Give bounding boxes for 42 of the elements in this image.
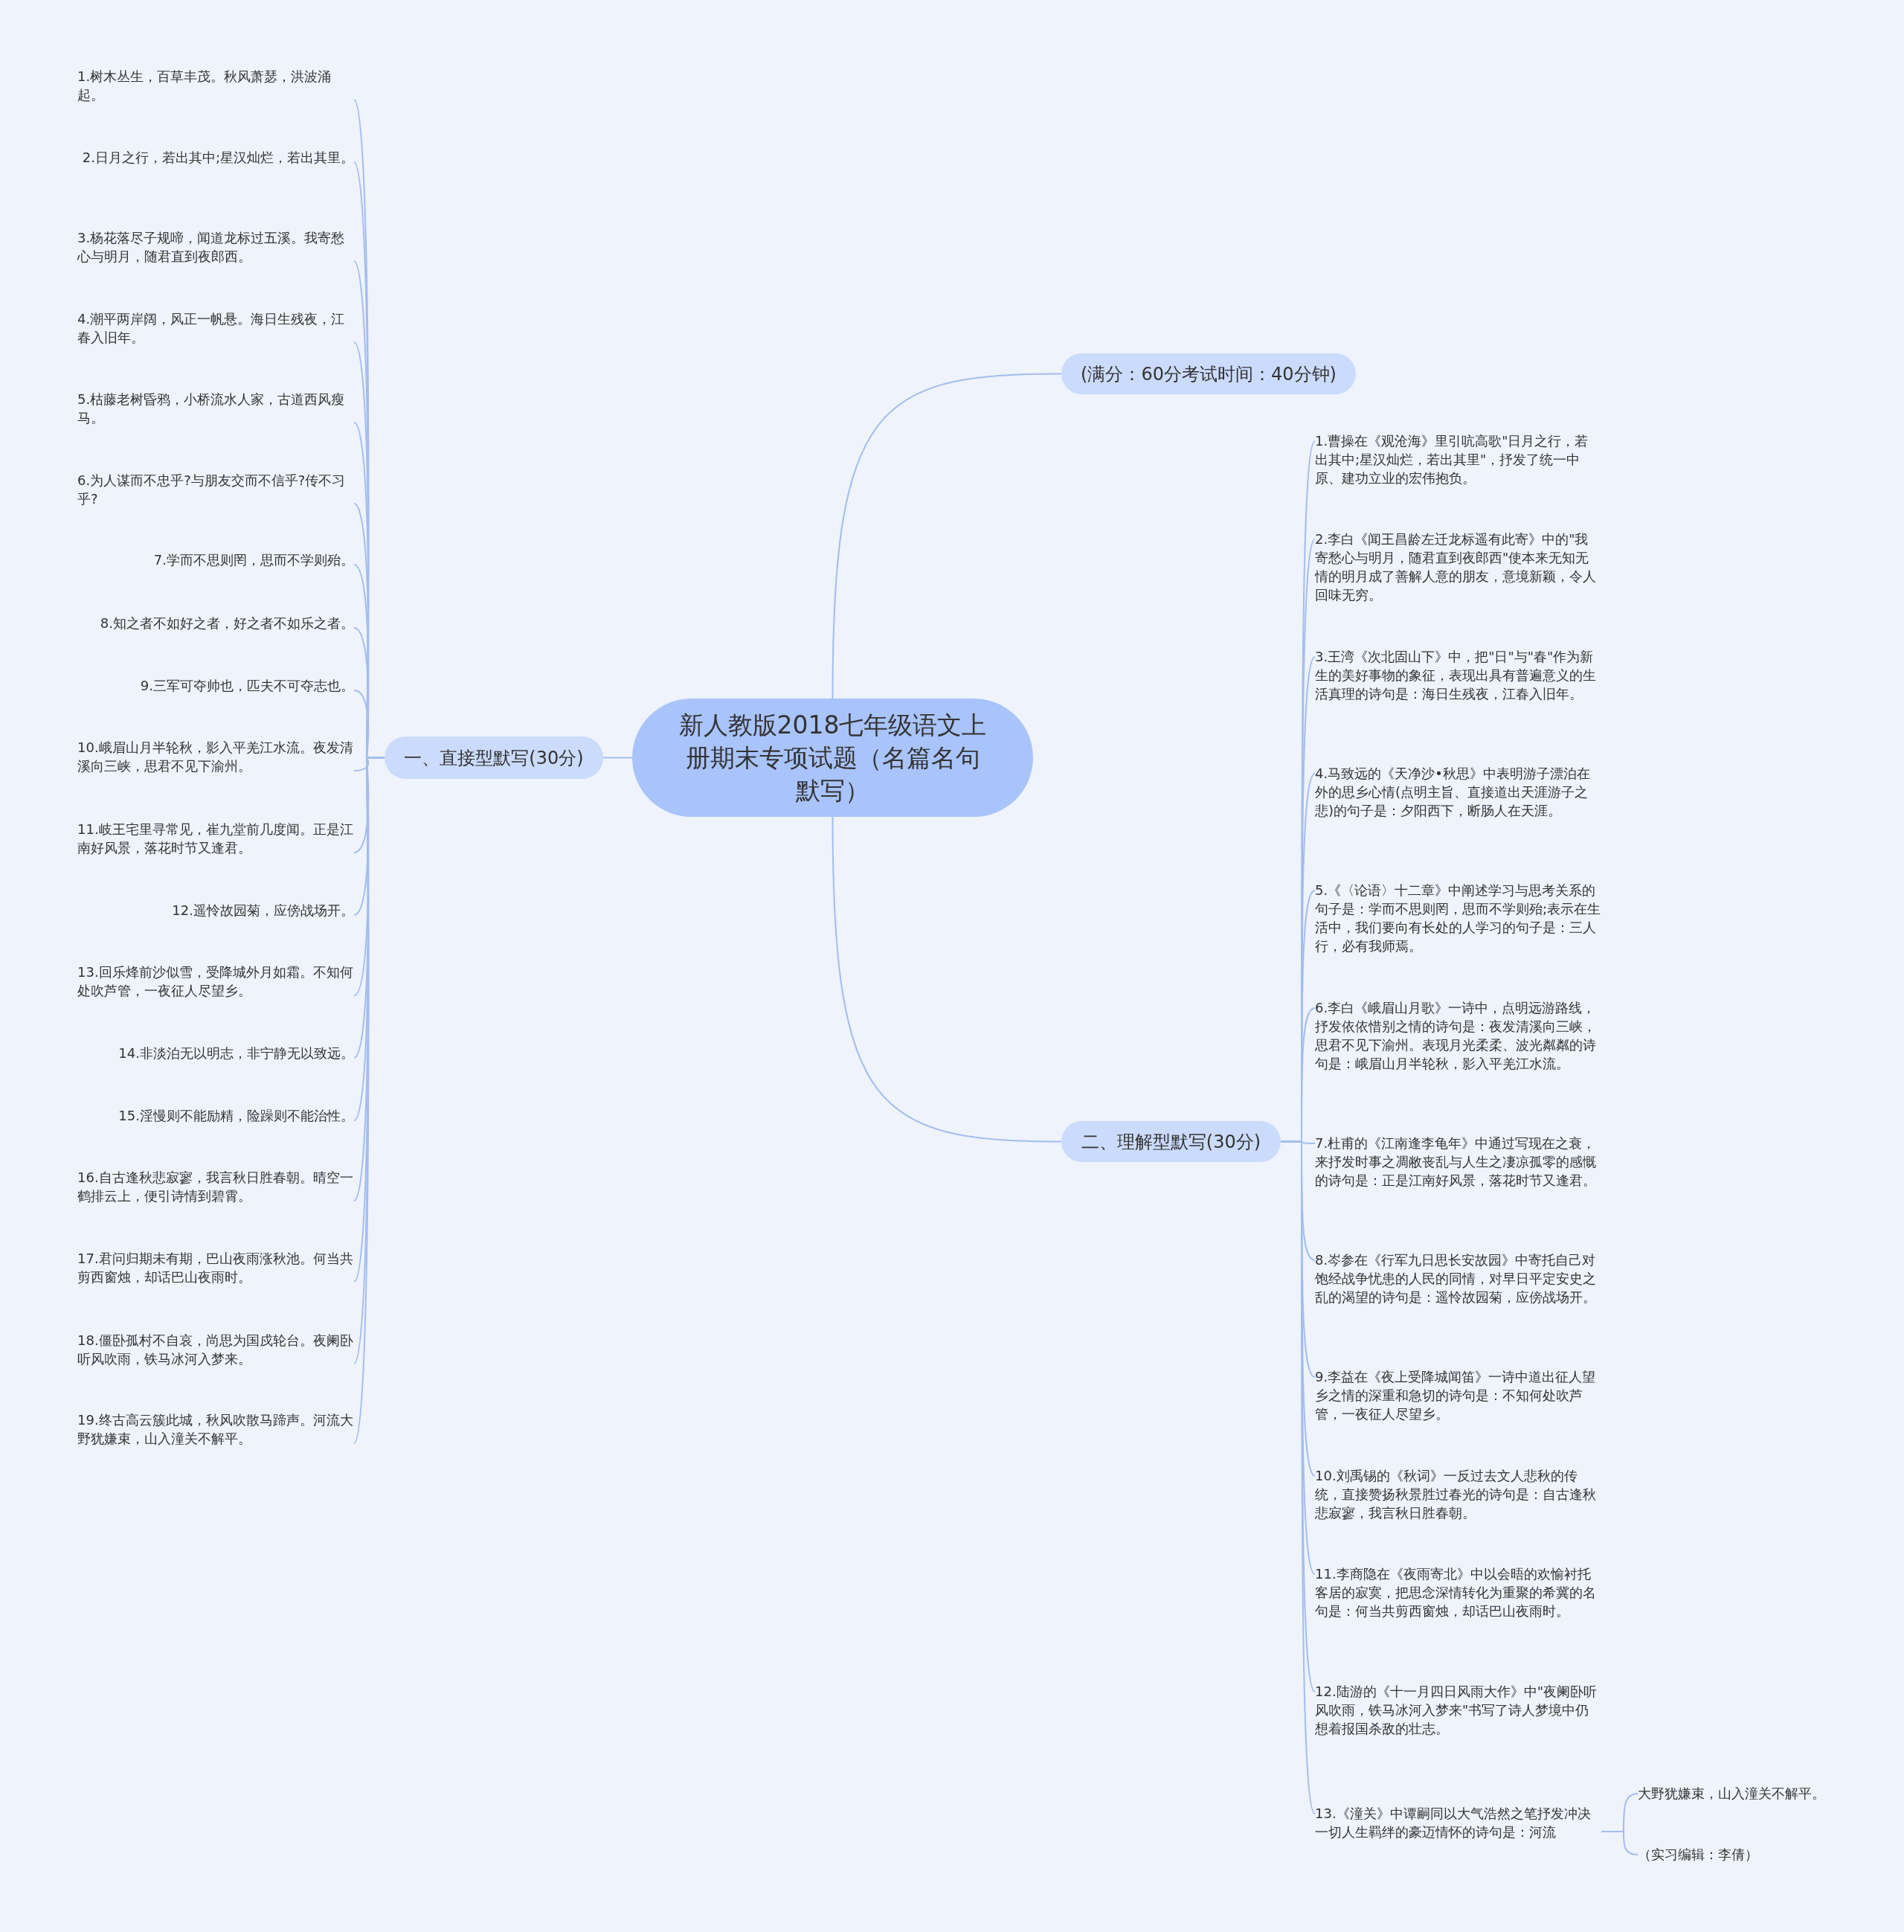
- leaf-text: （实习编辑：李倩）: [1638, 1845, 1758, 1864]
- leaf-text: 12.陆游的《十一月四日风雨大作》中"夜阑卧听风吹雨，铁马冰河入梦来"书写了诗人梦境中仍想着报国杀敌的壮志。: [1315, 1682, 1601, 1738]
- leaf-text: 12.遥怜故园菊，应傍战场开。: [172, 901, 354, 920]
- leaf-text: 10.刘禹锡的《秋词》一反过去文人悲秋的传统，直接赞扬秋景胜过春光的诗句是：自古逢秋悲寂寥，我言秋日胜春朝。: [1315, 1466, 1601, 1522]
- leaf-text: 6.为人谋而不忠乎?与朋友交而不信乎?传不习乎?: [77, 471, 354, 508]
- leaf-text: 13.《潼关》中谭嗣同以大气浩然之笔抒发冲决一切人生羁绊的豪迈情怀的诗句是：河流: [1315, 1804, 1601, 1841]
- leaf-text: 8.岑参在《行军九日思长安故园》中寄托自己对饱经战争忧患的人民的同情，对早日平定安史之乱的渴望的诗句是：遥怜故园菊，应傍战场开。: [1315, 1251, 1601, 1306]
- topic-pill: 一、直接型默写(30分): [385, 736, 603, 779]
- leaf-text: 3.王湾《次北固山下》中，把"日"与"春"作为新生的美好事物的象征，表现出具有普遍意义的生活真理的诗句是：海日生残夜，江春入旧年。: [1315, 647, 1601, 703]
- leaf-text: 19.终古高云簇此城，秋风吹散马蹄声。河流大野犹嫌束，山入潼关不解平。: [77, 1411, 354, 1448]
- leaf-text: 11.李商隐在《夜雨寄北》中以会晤的欢愉衬托客居的寂寞，把思念深情转化为重聚的希冀的名句是：何当共剪西窗烛，却话巴山夜雨时。: [1315, 1564, 1601, 1620]
- leaf-text: 11.岐王宅里寻常见，崔九堂前几度闻。正是江南好风景，落花时节又逢君。: [77, 820, 354, 857]
- central-topic: 新人教版2018七年级语文上册期末专项试题（名篇名句默写）: [632, 699, 1033, 817]
- leaf-text: 9.三军可夺帅也，匹夫不可夺志也。: [140, 676, 354, 695]
- leaf-text: 7.杜甫的《江南逢李龟年》中通过写现在之衰，来抒发时事之凋敝丧乱与人生之凄凉孤零的感慨的诗句是：正是江南好风景，落花时节又逢君。: [1315, 1134, 1601, 1190]
- leaf-text: 16.自古逢秋悲寂寥，我言秋日胜春朝。晴空一鹤排云上，便引诗情到碧霄。: [77, 1168, 354, 1205]
- leaf-text: 14.非淡泊无以明志，非宁静无以致远。: [118, 1044, 354, 1062]
- leaf-text: 17.君问归期未有期，巴山夜雨涨秋池。何当共剪西窗烛，却话巴山夜雨时。: [77, 1249, 354, 1286]
- leaf-text: 大野犹嫌束，山入潼关不解平。: [1638, 1784, 1825, 1803]
- leaf-text: 6.李白《峨眉山月歌》一诗中，点明远游路线，抒发依依惜别之情的诗句是：夜发清溪向三峡，思君不见下渝州。表现月光柔柔、波光粼粼的诗句是：峨眉山月半轮秋，影入平羌江水流。: [1315, 998, 1601, 1073]
- leaf-text: 10.峨眉山月半轮秋，影入平羌江水流。夜发清溪向三峡，思君不见下渝州。: [77, 738, 354, 775]
- leaf-text: 1.树木丛生，百草丰茂。秋风萧瑟，洪波涌起。: [77, 67, 354, 104]
- leaf-text: 15.淫慢则不能励精，险躁则不能治性。: [118, 1106, 354, 1125]
- leaf-text: 2.李白《闻王昌龄左迁龙标遥有此寄》中的"我寄愁心与明月，随君直到夜郎西"使本来无知无情的明月成了善解人意的朋友，意境新颖，令人回味无穷。: [1315, 530, 1601, 604]
- topic-pill: (满分：60分考试时间：40分钟): [1061, 353, 1356, 394]
- leaf-text: 9.李益在《夜上受降城闻笛》一诗中道出征人望乡之情的深重和急切的诗句是：不知何处吹芦管，一夜征人尽望乡。: [1315, 1367, 1601, 1423]
- leaf-text: 13.回乐烽前沙似雪，受降城外月如霜。不知何处吹芦管，一夜征人尽望乡。: [77, 963, 354, 1000]
- connector-line: [832, 373, 1062, 699]
- leaf-text: 5.《〈论语〉十二章》中阐述学习与思考关系的句子是：学而不思则罔，思而不学则殆;表示在生活中，我们要向有长处的人学习的句子是：三人行，必有我师焉。: [1315, 881, 1601, 955]
- connector-line: [602, 757, 633, 759]
- leaf-text: 4.马致远的《天净沙•秋思》中表明游子漂泊在外的思乡心情(点明主旨、直接道出天涯游子之悲)的句子是：夕阳西下，断肠人在天涯。: [1315, 764, 1601, 820]
- leaf-text: 2.日月之行，若出其中;星汉灿烂，若出其里。: [82, 148, 354, 167]
- connector-line: [1601, 1831, 1638, 1855]
- leaf-text: 5.枯藤老树昏鸦，小桥流水人家，古道西风瘦马。: [77, 390, 354, 427]
- topic-pill: 二、理解型默写(30分): [1061, 1121, 1281, 1162]
- leaf-text: 7.学而不思则罔，思而不学则殆。: [153, 551, 354, 569]
- leaf-text: 8.知之者不如好之者，好之者不如乐之者。: [100, 614, 354, 632]
- leaf-text: 4.潮平两岸阔，风正一帆悬。海日生残夜，江春入旧年。: [77, 309, 354, 347]
- leaf-text: 18.僵卧孤村不自哀，尚思为国戍轮台。夜阑卧听风吹雨，铁马冰河入梦来。: [77, 1331, 354, 1368]
- connector-line: [832, 816, 1062, 1143]
- leaf-text: 1.曹操在《观沧海》里引吭高歌"日月之行，若出其中;星汉灿烂，若出其里"，抒发了统一中原、建功立业的宏伟抱负。: [1315, 431, 1601, 487]
- leaf-text: 3.杨花落尽子规啼，闻道龙标过五溪。我寄愁心与明月，随君直到夜郎西。: [77, 228, 354, 266]
